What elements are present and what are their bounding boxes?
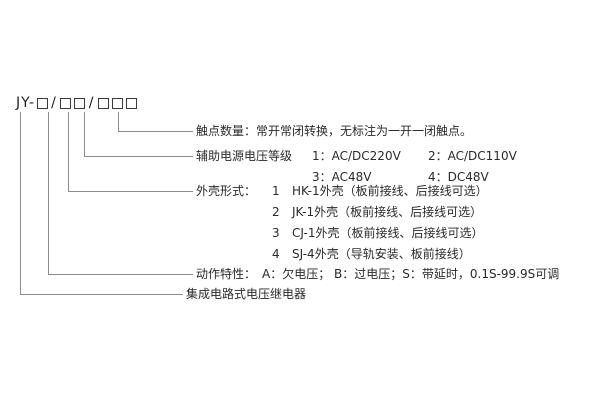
aux-voltage-option-3: 3：AC48V [312, 170, 372, 184]
shell-item-4-num: 4 [272, 247, 280, 261]
model-box-aux [74, 97, 86, 109]
connector-action-hline [48, 274, 193, 275]
aux-voltage-title: 辅助电源电压等级 [196, 149, 293, 163]
connector-contact-vline [118, 112, 119, 131]
shell-item-1-text: HK-1外壳（板前接线、后接线可选） [292, 184, 488, 198]
connector-product-hline [20, 294, 183, 295]
connector-product-vline [20, 112, 21, 294]
connector-shell-vline [68, 112, 69, 191]
aux-voltage-option-4: 4：DC48V [428, 170, 489, 184]
shell-item-3-num: 3 [272, 226, 280, 240]
shell-type-title: 外壳形式： [196, 184, 257, 198]
shell-item-2-text: JK-1外壳（板前接线、后接线可选） [292, 205, 483, 219]
shell-item-4-text: SJ-4外壳（导轨安装、板前接线） [292, 247, 471, 261]
connector-action-vline [48, 112, 49, 274]
connector-shell-hline [68, 191, 193, 192]
model-separator-1: / [51, 95, 57, 111]
shell-item-1-num: 1 [272, 184, 280, 198]
aux-voltage-option-1: 1：AC/DC220V [312, 149, 401, 163]
model-separator-2: / [88, 95, 95, 111]
connector-aux-vline [84, 112, 85, 156]
model-prefix: JY- [16, 95, 36, 111]
model-box-contact-3 [126, 97, 138, 109]
contact-count-label: 触点数量：常开常闭转换，无标注为一开一闭触点。 [196, 124, 473, 138]
model-box-contact-1 [98, 97, 110, 109]
model-box-shell [60, 97, 72, 109]
model-designation: JY- / / [16, 95, 139, 111]
shell-item-2-num: 2 [272, 205, 280, 219]
aux-voltage-option-2: 2：AC/DC110V [428, 149, 517, 163]
product-name-label: 集成电路式电压继电器 [186, 287, 307, 301]
connector-aux-hline [84, 156, 193, 157]
model-box-action [36, 97, 48, 109]
model-box-contact-2 [112, 97, 124, 109]
action-characteristic-text: A：欠电压； B：过电压；S：带延时，0.1S-99.9S可调 [262, 267, 560, 281]
connector-contact-hline [118, 131, 193, 132]
action-characteristic-title: 动作特性： [196, 267, 257, 281]
shell-item-3-text: CJ-1外壳（板前接线、后接线可选） [292, 226, 484, 240]
